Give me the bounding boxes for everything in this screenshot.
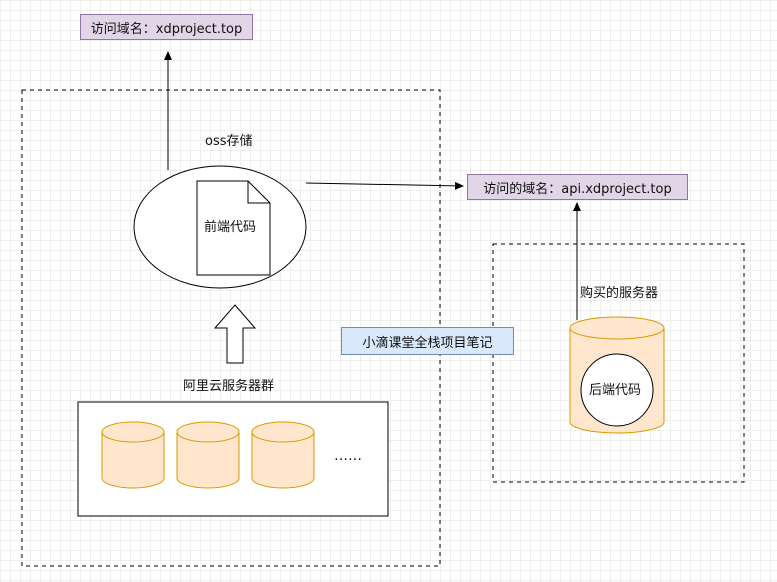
watermark-label: 小滴课堂全栈项目笔记 bbox=[341, 327, 514, 355]
backend-code-circle bbox=[580, 353, 654, 427]
purchased-server-label: 购买的服务器 bbox=[580, 286, 659, 301]
top-domain-label: 访问域名：xdproject.top bbox=[80, 14, 253, 40]
hollow-up-arrow bbox=[213, 304, 257, 364]
api-domain-label: 访问的域名：api.xdproject.top bbox=[467, 174, 688, 200]
frontend-code-label: 前端代码 bbox=[204, 220, 257, 235]
cluster-cylinder bbox=[176, 421, 240, 489]
cluster-cylinder bbox=[251, 421, 315, 489]
document-fold bbox=[247, 181, 270, 204]
arrow-oss-to-api bbox=[305, 181, 464, 190]
oss-storage-label: oss存储 bbox=[205, 134, 253, 149]
aliyun-cluster-label: 阿里云服务器群 bbox=[183, 379, 275, 394]
ellipsis-label: …… bbox=[334, 448, 362, 464]
backend-code-label: 后端代码 bbox=[589, 383, 642, 398]
server-container bbox=[492, 243, 745, 483]
cluster-cylinder bbox=[101, 421, 165, 489]
frontend-document-icon bbox=[196, 180, 271, 276]
